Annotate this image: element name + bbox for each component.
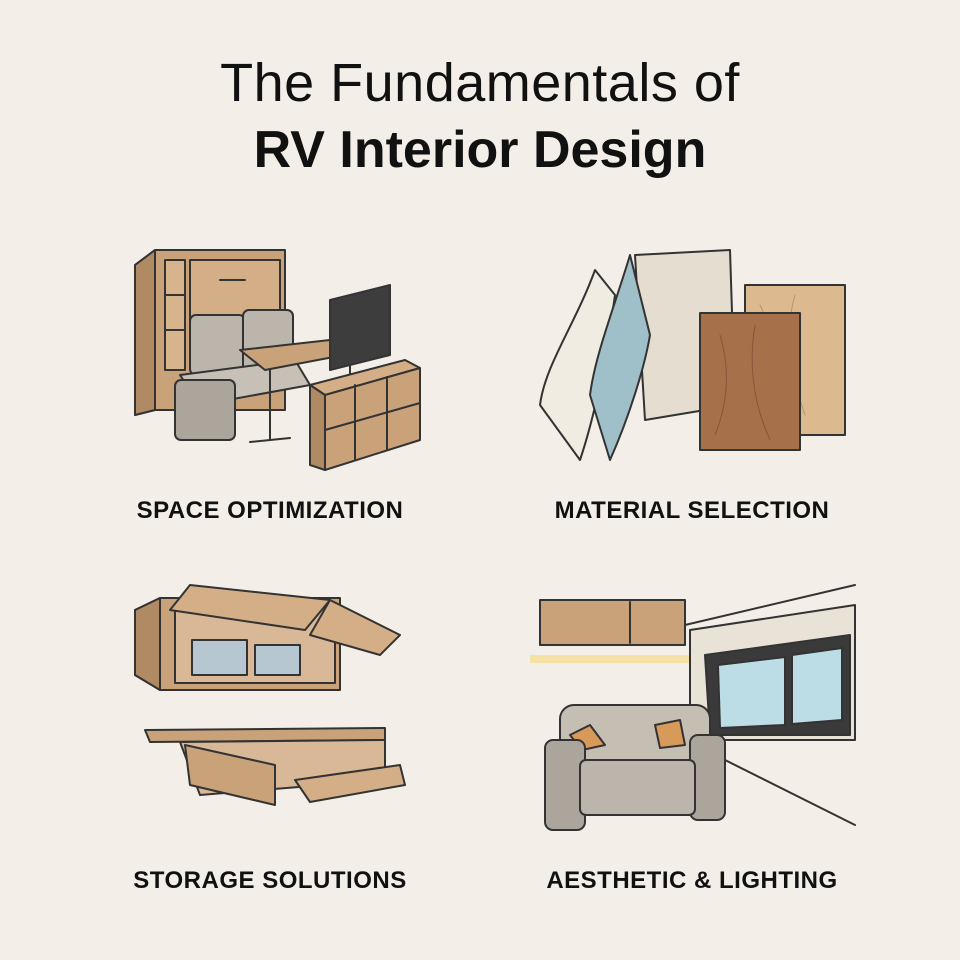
- convertible-furniture-illustration: [134, 249, 421, 471]
- rv-lounge-lighting-illustration: [530, 584, 856, 831]
- section-label-storage-solutions: STORAGE SOLUTIONS: [133, 867, 407, 894]
- section-label-material-selection: MATERIAL SELECTION: [554, 497, 830, 524]
- fabric-and-wood-samples-illustration: [539, 249, 846, 461]
- title-line-1: The Fundamentals of: [220, 53, 740, 113]
- section-label-space-optimization: SPACE OPTIMIZATION: [136, 497, 404, 524]
- section-label-aesthetic-lighting: AESTHETIC & LIGHTING: [546, 867, 838, 894]
- cabinet-storage-illustration: [134, 584, 406, 806]
- title-line-2: RV Interior Design: [253, 121, 707, 179]
